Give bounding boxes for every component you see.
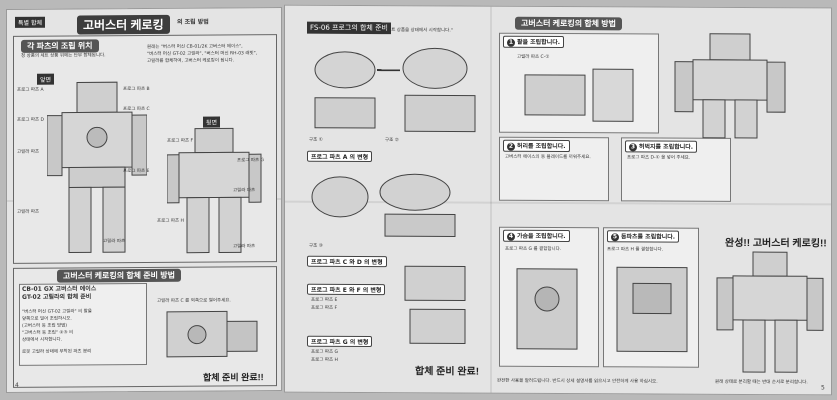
step-5-note: 프로그 파츠 H 를 결합합니다. [607, 247, 664, 253]
special-combine-tag: 특별 합체 [15, 16, 45, 28]
part-label-back: 프로그 파츠 G [237, 158, 265, 164]
section2-side-note: 고릴라 파츠 C 를 외측으로 열어주세요. [157, 298, 231, 304]
left-instruction-sheet: 특별 합체 고버스터 케로킹 의 조립 방법 각 파츠의 조립 위치 청 상품의… [6, 7, 282, 393]
frog-part-ef-figures [404, 265, 466, 345]
page-number: 5 [821, 384, 825, 392]
intro-line-1: 원래는 "버스터 머신 CB-01/2K 고버스터 에이스", [147, 44, 243, 50]
figure-note: 구조 ③ [309, 243, 323, 249]
step-5-illustration [616, 266, 688, 353]
intro-line-2: "버스터 머신 GT-02 고릴라", "버스터 머신 RH-03 래빗", [147, 51, 258, 57]
robot-step-1-result-illustration [674, 33, 786, 139]
section1-note: 청 상품의 세트 상품 위에는 단부 합체됩니다. [21, 53, 106, 59]
fs06-prep-note: "세트 상품을 상태에서 시작합니다." [385, 28, 453, 34]
part-label-front: 프로그 파츠 D [17, 117, 45, 123]
part-label-front: 프로그 파츠 B [123, 86, 150, 93]
robot-back-illustration [167, 127, 262, 254]
bottom-note: 프로그 파츠 E [311, 297, 338, 303]
section2-line: (고버스터 등 조립 방법) [22, 323, 68, 329]
completed-robot-illustration [716, 251, 824, 373]
right-instruction-sheet: FS-06 프로그의 합체 준비 "세트 상품을 상태에서 시작합니다." 구조… [284, 4, 832, 396]
combine-title: 고버스터 케로킹의 합체 방법 [515, 16, 622, 31]
part-label-front: 고릴라 파츠 [17, 149, 40, 155]
robot-front-illustration [47, 81, 147, 254]
part-label-back: 고릴라 파츠 [233, 244, 256, 250]
step-frog-part-cd: 프로그 파츠 C 와 D 의 변형 [307, 255, 387, 268]
bottom-note: 프로그 파츠 F [311, 305, 338, 311]
part-label-back: 프로그 파츠 H [157, 218, 184, 224]
step-4-note: 프로그 파츠 G 를 결합합니다. [505, 246, 562, 253]
part-label-front: 프로그 파츠 C [123, 106, 150, 113]
section2-subtitle-1: CB-01 GX 고버스터 에이스 [22, 285, 97, 293]
bottom-note: 프로그 파츠 H [311, 357, 338, 363]
section2-subtitle-2: GT-02 고릴라의 합체 준비 [22, 293, 92, 301]
step-frog-part-ef: 프로그 파츠 E 와 F 의 변형 [307, 283, 386, 296]
frog-prep-complete-label: 합체 준비 완료! [415, 366, 480, 378]
gorilla-prep-illustration [166, 310, 258, 358]
part-label-front: 고릴라 파츠 [103, 239, 126, 245]
part-label-front: 프로그 파츠 A [17, 87, 44, 93]
bottom-right-note: 원래 상태로 분리할 때는 반대 순서로 분리합니다. [715, 379, 808, 386]
section2-note: 로봇 고릴라 상태에 부착된 파츠 분리 [22, 349, 92, 355]
page-number: 4 [15, 381, 19, 389]
part-label-back: 고릴라 파츠 [233, 188, 256, 194]
fold-line [490, 6, 492, 395]
figure-note: 구조 ① [309, 137, 323, 143]
part-label-front: 프로그 파츠 E [123, 168, 150, 175]
step-frog-part-a: 프로그 파츠 A 의 변형 [307, 150, 373, 163]
page-title-suffix: 의 조립 방법 [177, 18, 209, 26]
frog-prep-figures [314, 47, 476, 133]
intro-line-3: 고릴라를 합체하여, 고버스터 케로킹이 됩니다. [147, 58, 235, 64]
section2-line: 상태에서 시작합니다. [22, 337, 63, 343]
section2-title: 고버스터 케로킹의 합체 준비 방법 [57, 268, 181, 283]
section2-line: "버스터 머신 GT-02 고릴라" 의 팔을 [22, 309, 92, 315]
section2-line: 앞쪽으로 밀어 조립하시오. [22, 316, 72, 322]
step-2-note: 고버스터 에이스의 등 블레이드를 끼워주세요. [505, 154, 591, 161]
center-note: 완전한 사용을 알려드립니다. 반드시 상세 설명서를 읽으시고 안전하게 사용… [497, 378, 658, 385]
page-title: 고버스터 케로킹 [77, 14, 170, 35]
part-label-front: 고릴라 파츠 [17, 209, 40, 215]
step-3-note: 프로그 파츠 D-① 을 넣어 주세요. [627, 155, 691, 161]
section2-line: "고버스터 등 조립" ②③ 의 [22, 330, 74, 336]
step-4-illustration [516, 268, 578, 350]
fs06-prep-tag: FS-06 프로그의 합체 준비 [307, 21, 391, 35]
prep-complete-label: 합체 준비 완료!! [203, 372, 264, 383]
bottom-note: 프로그 파츠 G [311, 349, 339, 355]
part-label-back: 프로그 파츠 F [167, 138, 194, 144]
step-1-illustration [524, 68, 634, 122]
step-1-note: 고릴라 파츠 C-① [517, 54, 550, 60]
section1-title: 각 파츠의 조립 위치 [21, 39, 99, 53]
step-frog-part-g: 프로그 파츠 G 의 변형 [307, 335, 373, 348]
frog-part-a-figures [311, 173, 456, 237]
figure-note: 구조 ② [385, 138, 399, 144]
